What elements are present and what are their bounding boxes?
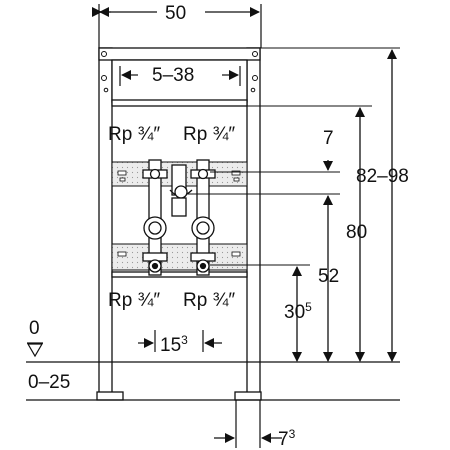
frame-holes bbox=[101, 51, 258, 93]
floor-range-label: 0–25 bbox=[28, 372, 70, 393]
water-fittings bbox=[142, 159, 216, 276]
floor-lines bbox=[26, 361, 400, 401]
thread-top-right-label: Rp ¾″ bbox=[183, 124, 235, 145]
fitting-spacing-dimension bbox=[138, 330, 222, 352]
lower-mounting-panel bbox=[111, 243, 248, 271]
height-80-label: 80 bbox=[346, 222, 367, 243]
adjustable-width-label: 5–38 bbox=[152, 65, 194, 86]
installation-frame bbox=[96, 47, 262, 401]
height-30-5-label: 305 bbox=[284, 300, 312, 323]
reference-lines bbox=[187, 47, 400, 266]
foot-offset-label: 73 bbox=[278, 427, 296, 450]
floor-zero-label: 0 bbox=[29, 318, 40, 339]
floor-level-symbol bbox=[26, 342, 44, 358]
thread-bottom-right-label: Rp ¾″ bbox=[183, 290, 235, 311]
dim-7-label: 7 bbox=[323, 128, 334, 149]
vertical-dimensions bbox=[292, 49, 397, 362]
thread-top-left-label: Rp ¾″ bbox=[108, 124, 160, 145]
foot-offset-dimension bbox=[214, 400, 282, 448]
frame-width-label: 50 bbox=[165, 3, 186, 24]
thread-bottom-left-label: Rp ¾″ bbox=[108, 290, 160, 311]
height-range-label: 82–98 bbox=[356, 166, 409, 187]
height-52-label: 52 bbox=[318, 266, 339, 287]
width-dimension bbox=[92, 4, 262, 48]
adjustable-dimension bbox=[119, 66, 241, 86]
fitting-spacing-label: 153 bbox=[160, 333, 188, 356]
